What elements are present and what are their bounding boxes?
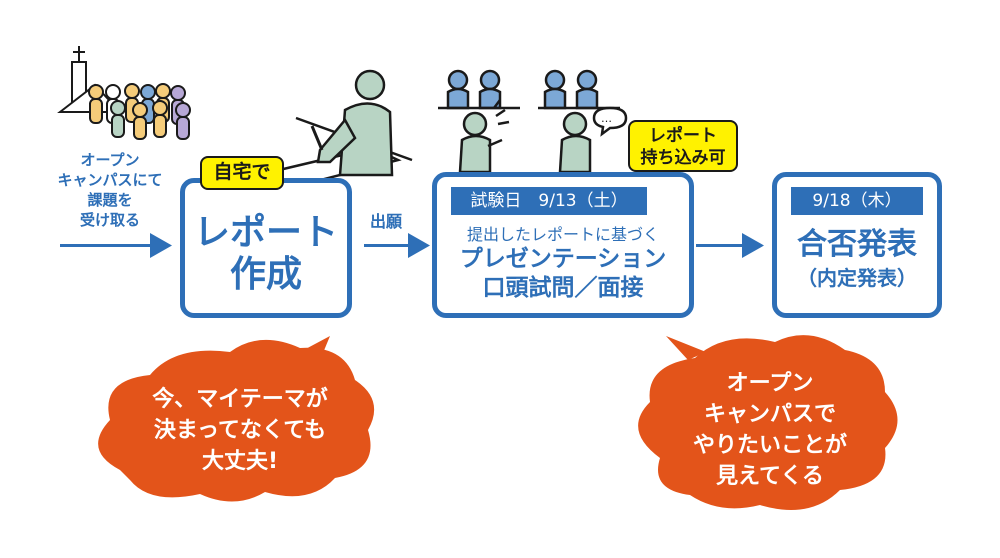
left-bubble-line: 今、マイテーマが: [152, 387, 328, 412]
church-crowd-illustration: [57, 46, 191, 140]
exam-subtitle: 提出したレポートに基づく: [466, 225, 659, 244]
report-allowed-line: レポート: [649, 126, 717, 146]
report-allowed-tag: レポート 持ち込み可: [628, 120, 738, 172]
examiner-figures-illustration: …: [438, 69, 628, 174]
application-label: 出願: [369, 212, 402, 231]
exam-title-2: 口頭試問／面接: [482, 275, 644, 301]
intro-line: キャンパスにて: [57, 171, 163, 189]
left-bubble-text: 今、マイテーマが 決まってなくても 大丈夫!: [120, 384, 360, 477]
at-home-tag: 自宅で: [200, 156, 284, 190]
intro-text: オープン キャンパスにて 課題を 受け取る: [40, 150, 180, 230]
step-report-title-2: 作成: [229, 254, 302, 295]
exam-title: プレゼンテーション: [459, 246, 667, 272]
report-allowed-line-2: 持ち込み可: [640, 148, 726, 168]
step-result-box: 9/18（木） 合否発表 （内定発表）: [772, 172, 942, 318]
intro-line: 受け取る: [79, 211, 140, 229]
right-bubble-line: 見えてくる: [716, 464, 824, 489]
exam-date-bar: 試験日 9/13（土）: [451, 187, 647, 215]
intro-line: オープン: [80, 151, 140, 169]
flow-arrows: [60, 233, 764, 258]
step-report-box: レポート 作成: [180, 178, 352, 318]
left-bubble-line: 決まってなくても: [153, 418, 327, 443]
result-title: 合否発表: [797, 227, 917, 262]
step-exam-box: 試験日 9/13（土） 提出したレポートに基づく プレゼンテーション 口頭試問／…: [432, 172, 694, 318]
right-bubble-line: オープン: [726, 371, 814, 396]
right-bubble-text: オープン キャンパスで やりたいことが 見えてくる: [660, 368, 880, 492]
left-bubble-line: 大丈夫!: [201, 449, 279, 474]
result-subtitle: （内定発表）: [797, 266, 917, 290]
right-bubble-line: やりたいことが: [692, 433, 847, 458]
step-report-title: レポート: [193, 212, 338, 253]
cloud-shapes: [98, 335, 898, 510]
svg-text:…: …: [601, 112, 612, 125]
right-bubble-line: キャンパスで: [703, 402, 836, 427]
result-date-bar: 9/18（木）: [791, 187, 923, 215]
intro-line: 課題を: [87, 191, 133, 209]
